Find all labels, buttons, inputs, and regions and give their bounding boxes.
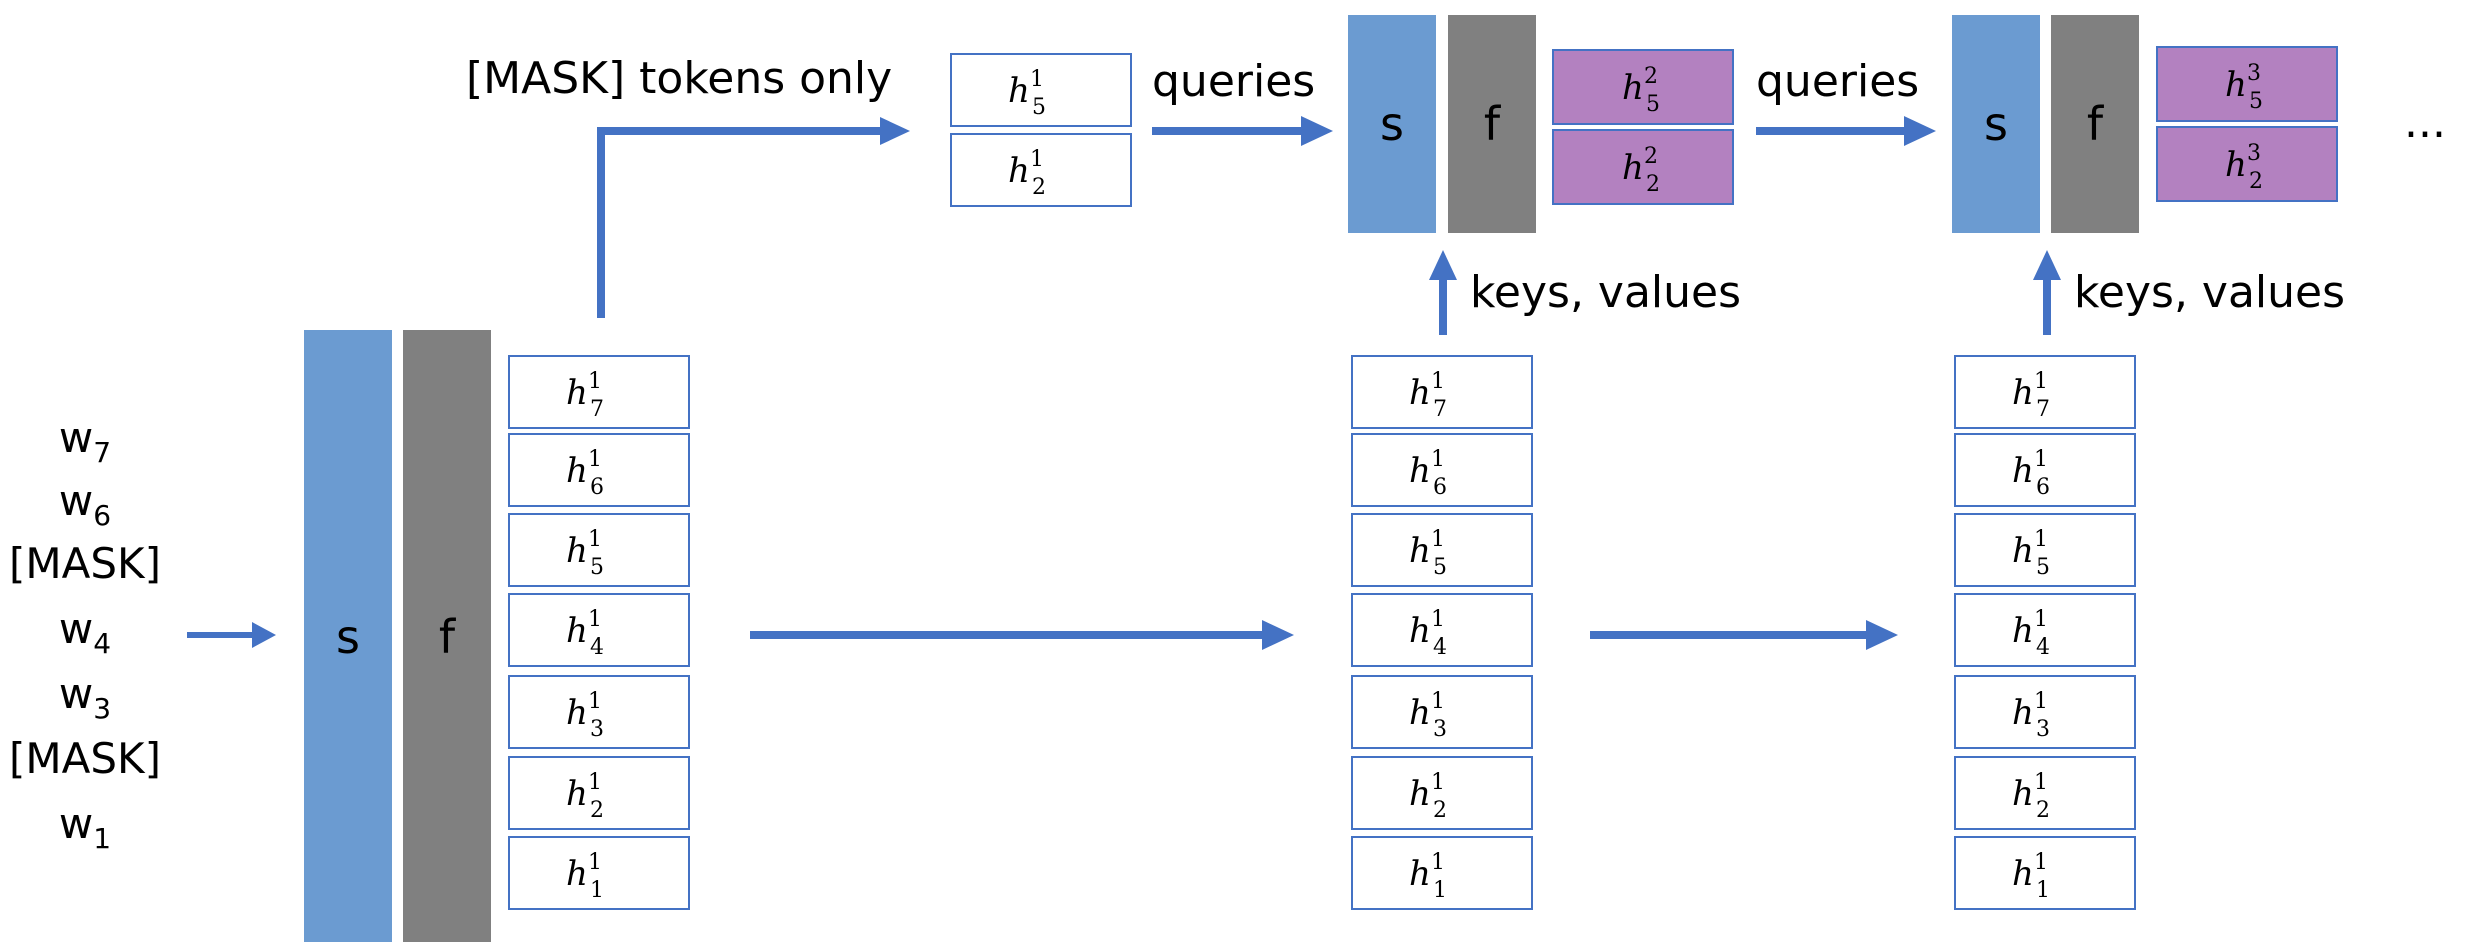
input-arrow: [187, 622, 276, 648]
layer1-s-block: s: [304, 330, 392, 942]
keys-values-arrow-1: [1429, 250, 1457, 335]
layer1-f-block: f: [403, 330, 491, 942]
layer3-s-block: s: [1952, 15, 2040, 233]
layer3-f-block: f: [2051, 15, 2139, 233]
input-token: [MASK]: [9, 539, 161, 588]
svg-text:s: s: [1380, 97, 1404, 151]
layer-arrow-1: [750, 620, 1294, 650]
mask-only-label: [MASK] tokens only: [466, 53, 892, 104]
input-token: w4: [59, 604, 111, 660]
svg-text:f: f: [2087, 97, 2105, 151]
input-token: w7: [59, 413, 111, 469]
svg-text:s: s: [1984, 97, 2008, 151]
input-token-list: w7 w6 [MASK] w4 w3 [MASK] w1: [9, 413, 161, 855]
input-token: w1: [59, 799, 111, 855]
svg-text:f: f: [1484, 97, 1502, 151]
svg-text:f: f: [439, 610, 457, 664]
layer2-s-block: s: [1348, 15, 1436, 233]
mask-only-arrow: [597, 117, 910, 318]
keys-values-label-2: keys, values: [2074, 267, 2345, 318]
input-token: [MASK]: [9, 734, 161, 783]
queries-label-1: queries: [1152, 56, 1315, 107]
ellipsis: ...: [2404, 97, 2446, 148]
queries-label-2: queries: [1756, 56, 1919, 107]
layer2-f-block: f: [1448, 15, 1536, 233]
queries-arrow-2: [1756, 116, 1936, 146]
input-token: w3: [59, 669, 111, 725]
queries-arrow-1: [1152, 116, 1333, 146]
layer-arrow-2: [1590, 620, 1898, 650]
svg-text:s: s: [336, 610, 360, 664]
input-token: w6: [59, 476, 111, 532]
keys-values-label-1: keys, values: [1470, 267, 1741, 318]
keys-values-arrow-2: [2033, 250, 2061, 335]
